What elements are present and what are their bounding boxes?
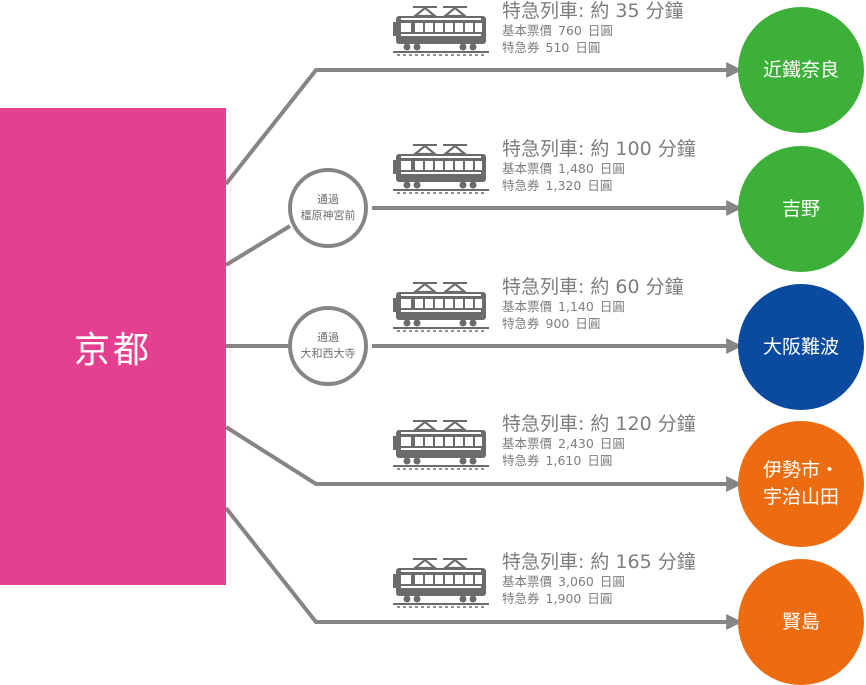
destination-osaka-namba: 大阪難波 bbox=[738, 284, 864, 410]
route-line-ise bbox=[224, 425, 743, 492]
train-icon bbox=[393, 419, 489, 470]
origin-label: 京都 bbox=[73, 329, 152, 371]
train-icon bbox=[393, 557, 489, 608]
destination-kashikojima: 賢島 bbox=[738, 559, 864, 685]
via-station-kashiharajingumae: 通過 橿原神宮前 bbox=[288, 168, 368, 248]
via-name: 大和西大寺 bbox=[300, 347, 356, 360]
destination-ise-uji-yamada: 伊勢市・ 宇治山田 bbox=[738, 421, 864, 547]
destination-yoshino: 吉野 bbox=[738, 146, 864, 272]
origin-station: 京都 bbox=[0, 108, 226, 585]
route-line-yoshino bbox=[224, 224, 292, 267]
train-icon bbox=[393, 5, 489, 56]
via-top: 通過 bbox=[317, 331, 339, 344]
route-line-kashikojima bbox=[224, 506, 743, 630]
via-station-yamatosaidaiji: 通過 大和西大寺 bbox=[288, 306, 368, 386]
via-name: 橿原神宮前 bbox=[300, 209, 356, 222]
route-line-nara bbox=[224, 62, 743, 186]
destination-kintetsu-nara: 近鐵奈良 bbox=[738, 7, 864, 133]
train-icon bbox=[393, 143, 489, 194]
via-top: 通過 bbox=[317, 193, 339, 206]
train-icon bbox=[393, 281, 489, 332]
